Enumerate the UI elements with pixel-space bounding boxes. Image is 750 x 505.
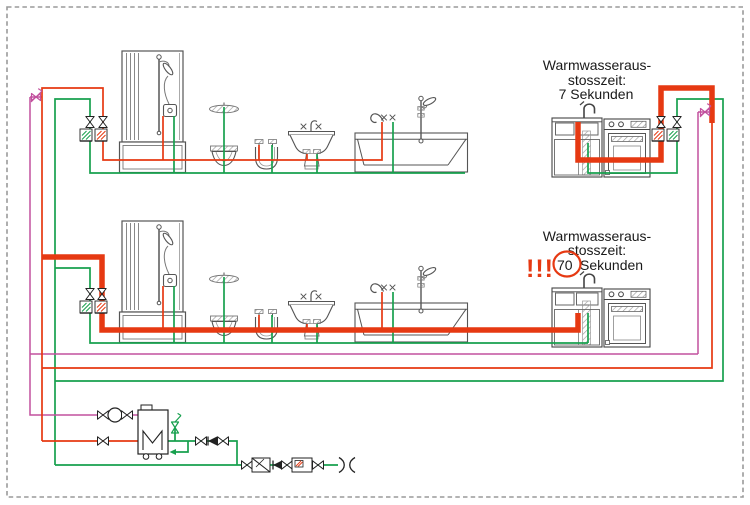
drain-valve-icon bbox=[79, 300, 93, 314]
kitchen-unit-icon bbox=[551, 100, 651, 178]
shut-off-valve-icon bbox=[281, 460, 293, 470]
circulation-pump-icon bbox=[107, 407, 123, 423]
regulating-valve-icon bbox=[699, 102, 712, 118]
washbasin-icon bbox=[287, 120, 336, 170]
floor1-label-line2: stosszeit: bbox=[568, 72, 626, 88]
cold-feed-to-heater bbox=[168, 440, 238, 465]
shut-off-valve-icon bbox=[98, 289, 106, 300]
floor2-label-line2: stosszeit: bbox=[568, 242, 626, 258]
floor2-seconds-unit: Sekunden bbox=[580, 257, 643, 273]
floor1-label-line3: 7 Sekunden bbox=[559, 86, 634, 102]
cold-riser-left-floor1 bbox=[54, 98, 465, 465]
shut-off-valve-icon bbox=[312, 460, 324, 470]
floor1-label-line1: Warmwasseraus- bbox=[543, 57, 652, 73]
shut-off-valve-icon bbox=[657, 117, 665, 128]
drain-valve-icon bbox=[79, 128, 93, 142]
hot-riser-right-return-main bbox=[42, 123, 713, 369]
check-valve-icon bbox=[207, 435, 218, 447]
shut-off-valve-icon bbox=[217, 436, 229, 446]
alert-exclamations: !!! bbox=[526, 255, 554, 283]
shut-off-valve-icon bbox=[86, 117, 94, 128]
floor2-label: Warmwasseraus- stosszeit: 70 Sekunden !!! bbox=[526, 228, 652, 283]
drain-valve-icon bbox=[94, 128, 108, 142]
water-heater-icon bbox=[137, 404, 169, 460]
hot-dead-leg-floor2-kitchen bbox=[42, 254, 581, 333]
floor2-label-line3: 70 Sekunden bbox=[557, 257, 643, 273]
mechanical-room bbox=[97, 404, 356, 474]
safety-valve-icon bbox=[170, 412, 182, 434]
cold-riser-right-kitchen-floor1 bbox=[55, 98, 724, 382]
floor2-label-line1: Warmwasseraus- bbox=[543, 228, 652, 244]
water-meter-icon bbox=[291, 457, 313, 473]
shower-icon bbox=[118, 220, 187, 344]
kitchen-unit-icon bbox=[551, 270, 651, 348]
service-connection-icon bbox=[338, 456, 356, 474]
check-valve-icon bbox=[272, 459, 283, 471]
hot-riser-left-floor1-distribution bbox=[41, 87, 383, 441]
floor1-label: Warmwasseraus- stosszeit: 7 Sekunden bbox=[543, 57, 652, 102]
drain-valve-icon bbox=[666, 128, 680, 142]
drain-valve-icon bbox=[651, 128, 665, 142]
shut-off-valve-icon bbox=[673, 117, 681, 128]
cold-drain-line bbox=[176, 441, 189, 453]
strainer-icon bbox=[251, 457, 271, 473]
drain-arrow-icon bbox=[169, 449, 176, 455]
shut-off-valve-icon bbox=[97, 436, 109, 446]
shut-off-valve-icon bbox=[195, 436, 207, 446]
shut-off-valve-icon bbox=[99, 117, 107, 128]
shut-off-valve-icon bbox=[121, 410, 133, 420]
highlight-circle bbox=[552, 250, 582, 278]
drain-valve-icon bbox=[94, 300, 108, 314]
page-dashed-border bbox=[6, 6, 744, 498]
shut-off-valve-icon bbox=[97, 410, 109, 420]
floor2-seconds-value: 70 bbox=[557, 257, 573, 273]
regulating-valve-icon bbox=[30, 87, 43, 103]
shower-icon bbox=[118, 50, 187, 174]
shut-off-valve-icon bbox=[241, 460, 253, 470]
shut-off-valve-icon bbox=[86, 289, 94, 300]
